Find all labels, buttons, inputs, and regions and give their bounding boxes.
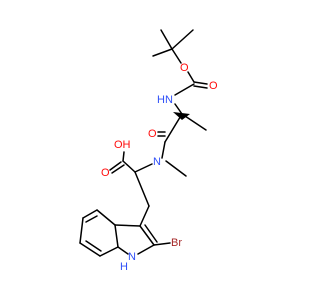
- bond-n-ch: [134, 163, 153, 173]
- bond-carbamate-c-o-double-b: [193, 85, 208, 89]
- atom-label-o-ester: O: [180, 62, 189, 74]
- bond-tbu-methyl-2: [152, 48, 173, 57]
- atom-label-o-carbamate: O: [209, 80, 218, 92]
- chemical-structure: O O HN O N OH O Br N H: [79, 29, 218, 273]
- bond-acid-c-o-double-a: [109, 161, 122, 171]
- atom-label-o-acid: O: [101, 167, 110, 179]
- bond-tbu-methyl-3: [171, 29, 194, 50]
- bond-nh-alpha: [174, 103, 183, 115]
- bond-tbu-methyl-1: [160, 29, 173, 50]
- bond-c7-c7a: [99, 246, 119, 257]
- bond-c5-c6: [79, 217, 84, 244]
- atom-label-o-amide: O: [148, 128, 157, 140]
- bond-acid-c-o-double-b: [111, 164, 125, 174]
- bond-c3-c3a: [114, 224, 141, 227]
- bond-c3a-c7a: [114, 224, 119, 248]
- bond-c3-c2-double-b: [144, 224, 158, 243]
- bond-c6-c7-double-a: [79, 242, 101, 257]
- bond-c4-c5-double-a: [82, 209, 98, 219]
- bond-c3a-c4: [96, 209, 116, 226]
- bond-ch-ch2: [134, 171, 150, 207]
- atom-label-nh-carbamate: HN: [157, 94, 173, 106]
- atom-label-oh-acid: OH: [114, 139, 131, 151]
- bond-c3-c2-double-a: [139, 225, 155, 246]
- bond-amide-c-n: [161, 141, 166, 159]
- bond-alpha-methyl: [181, 113, 207, 131]
- bond-tbu-o: [171, 48, 182, 64]
- atom-label-br: Br: [171, 237, 182, 249]
- atom-label-nh-indole-h: H: [120, 261, 128, 273]
- bond-c2-br: [153, 242, 171, 246]
- bond-acid-c-oh: [122, 151, 125, 162]
- bond-ch-acid-c: [122, 160, 136, 173]
- bond-n1-c7a: [117, 246, 129, 255]
- bond-carbamate-c-n: [174, 83, 195, 96]
- bond-ch2-indole-c3: [139, 205, 150, 227]
- bond-c4-c5-double-b: [85, 215, 98, 223]
- bond-carbamate-c-o-double-a: [193, 81, 208, 85]
- bond-c6-c7-double-b: [85, 240, 102, 252]
- atom-label-nh-indole-n: N: [128, 251, 136, 263]
- atom-label-n-amide: N: [153, 156, 161, 168]
- bond-c2-n1: [137, 244, 155, 255]
- bond-n-methyl: [165, 160, 187, 177]
- bond-o-carbamate-c: [187, 71, 195, 83]
- bond-alpha-carbonyl: [164, 113, 183, 143]
- structure-canvas: O O HN O N OH O Br N H: [79, 29, 218, 273]
